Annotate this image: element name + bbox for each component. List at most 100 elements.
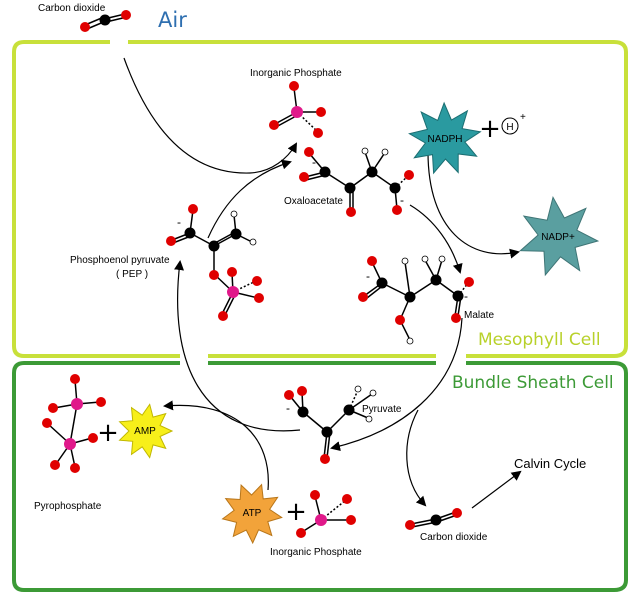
carbon-atom <box>321 426 333 438</box>
atp-star: ATP <box>221 483 283 545</box>
pyruvate-to-pep-arrow <box>174 260 301 432</box>
co2-bottom-label: Carbon dioxide <box>420 532 488 543</box>
nadph-to-nadp-arrow <box>427 151 520 259</box>
molecule-structures <box>47 13 469 533</box>
oxygen-atom <box>313 128 323 138</box>
oxygen-atom <box>42 418 52 428</box>
hydrogen-atom <box>354 385 362 393</box>
oxygen-atom <box>297 386 307 396</box>
oxygen-atom <box>367 256 377 266</box>
hydrogen-atom <box>361 147 369 155</box>
charge-malate-right: - <box>464 289 468 303</box>
oxygen-atom <box>254 293 264 303</box>
oxygen-atom <box>404 170 414 180</box>
inorganic-phosphate-bottom-label: Inorganic Phosphate <box>270 547 362 558</box>
hydrogen-charge: + <box>520 112 526 123</box>
carbon-atom <box>389 182 401 194</box>
oxygen-atom <box>392 205 402 215</box>
charge-pyruvate: - <box>286 401 290 415</box>
carbon-atom <box>297 406 309 418</box>
oxygen-atom <box>346 515 356 525</box>
oxygen-atom <box>296 528 306 538</box>
oxygen-atom <box>121 10 131 20</box>
hydrogen-atom <box>365 415 373 423</box>
oxygen-atom <box>464 277 474 287</box>
co2-to-calvin-arrow <box>471 470 522 509</box>
oxygen-atom <box>88 433 98 443</box>
plus-sign-atp: + <box>285 497 307 527</box>
nadp-star: NADP+ <box>519 195 600 277</box>
charge-oxaloacetate-left: - <box>312 155 316 169</box>
phosphorus-atom <box>71 398 83 410</box>
oxygen-atom <box>405 520 415 530</box>
oxygen-atom <box>209 270 219 280</box>
hydrogen-atom <box>438 255 446 263</box>
pyruvate-label: Pyruvate <box>362 404 402 415</box>
carbon-atom <box>344 182 356 194</box>
plus-sign-amp: + <box>97 418 119 448</box>
charge-signs: - - - - - - <box>177 155 468 415</box>
oxygen-atom <box>269 120 279 130</box>
inorganic-phosphate-top-label: Inorganic Phosphate <box>250 68 342 79</box>
phosphorus-atom <box>227 286 239 298</box>
carbon-atom <box>184 227 196 239</box>
carbon-atom <box>343 404 355 416</box>
nadp-label: NADP+ <box>541 232 575 243</box>
hydrogen-atom <box>401 257 409 265</box>
malate-to-pyruvate-arrow <box>330 317 463 452</box>
carbon-atom <box>376 277 388 289</box>
oxygen-atom <box>289 81 299 91</box>
oxygen-atom <box>252 276 262 286</box>
atp-to-amp-arrow <box>163 400 269 491</box>
oxygen-atom <box>346 207 356 217</box>
oxygen-atom <box>451 313 461 323</box>
carbon-atom <box>208 240 220 252</box>
bundle-sheath-cell-label: Bundle Sheath Cell <box>452 373 614 393</box>
hydrogen-atom <box>369 389 377 397</box>
amp-star: AMP <box>118 403 174 459</box>
oxygen-atom <box>70 374 80 384</box>
plus-sign-nadph: + <box>479 114 501 144</box>
oxygen-atom <box>166 236 176 246</box>
oxygen-atom <box>50 460 60 470</box>
oxygen-atom <box>310 490 320 500</box>
pep-label: Phosphoenol pyruvate <box>70 255 170 266</box>
oxygen-atom <box>70 463 80 473</box>
charge-oxaloacetate-right: - <box>400 193 404 207</box>
hydrogen-ion: H + <box>501 112 526 135</box>
amp-label: AMP <box>134 426 156 437</box>
oxygen-atom <box>358 292 368 302</box>
oxygen-atom <box>320 454 330 464</box>
carbon-atom <box>430 514 442 526</box>
oxygen-atom <box>80 22 90 32</box>
carbon-atom <box>230 228 242 240</box>
atp-label: ATP <box>243 508 262 519</box>
charge-malate-left: - <box>366 269 370 283</box>
oxygen-atom <box>188 204 198 214</box>
co2-top-label: Carbon dioxide <box>38 3 106 14</box>
oxygen-atom <box>304 147 314 157</box>
bundle-sheath-cell-border <box>12 361 628 592</box>
carbon-atom <box>430 274 442 286</box>
carbon-atom <box>404 291 416 303</box>
malate-to-co2-arrow <box>406 409 427 507</box>
charge-pep: - <box>177 215 181 229</box>
oxygen-atom <box>452 508 462 518</box>
calvin-cycle-label: Calvin Cycle <box>514 456 586 471</box>
pep-to-oxaloacetate-arrow <box>207 159 292 239</box>
nadph-label: NADPH <box>427 134 462 145</box>
oxygen-atom <box>96 397 106 407</box>
hydrogen-atom <box>249 238 257 246</box>
nadph-star: NADPH <box>408 101 482 175</box>
oxygen-atom <box>342 494 352 504</box>
malate-label: Malate <box>464 310 494 321</box>
air-label: Air <box>158 8 187 32</box>
carbon-atom <box>366 166 378 178</box>
hydrogen-atom <box>421 255 429 263</box>
reaction-arrows <box>123 57 522 509</box>
phosphorus-atom <box>315 514 327 526</box>
pep-abbrev-label: ( PEP ) <box>116 269 148 280</box>
hydrogen-atom <box>406 337 414 345</box>
oxygen-atom <box>316 107 326 117</box>
carbon-atom <box>99 14 111 26</box>
